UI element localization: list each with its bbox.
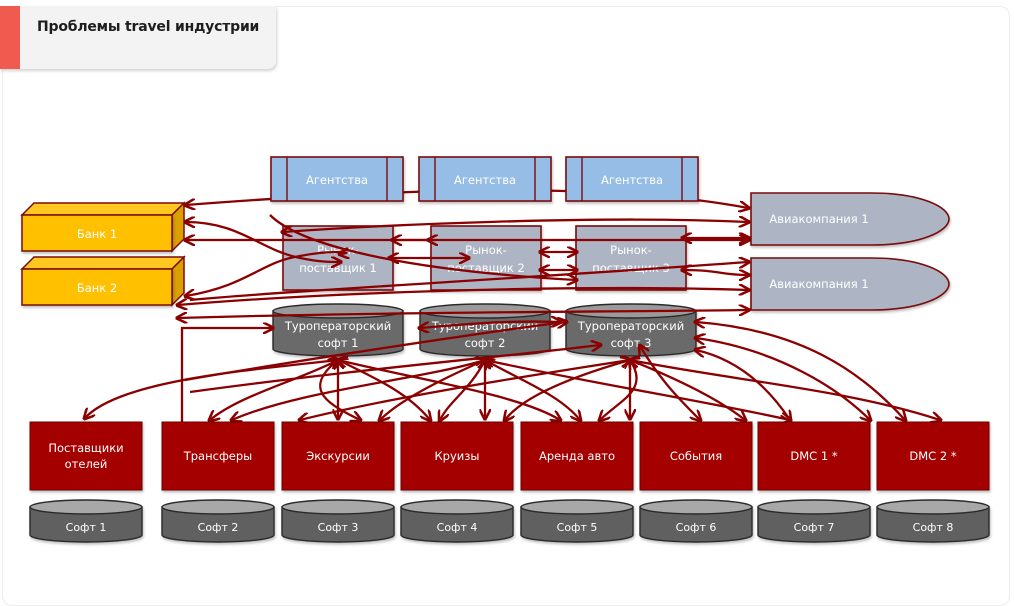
soft-label: Софт 7 [794, 521, 835, 534]
soft-node: Софт 1 [29, 499, 143, 543]
supplier-label: Трансферы [183, 449, 253, 463]
soft-node: Софт 7 [757, 499, 871, 543]
soft-label: Софт 1 [66, 521, 107, 534]
connector-arrow [210, 360, 338, 420]
tour-soft-label-line1: Туроператорский [577, 319, 684, 333]
connector-arrow [269, 214, 576, 280]
airline-label: Авиакомпания 1 [769, 212, 868, 226]
connector-arrow [420, 322, 560, 328]
connector-arrow [630, 360, 745, 420]
soft-label: Софт 5 [557, 521, 598, 534]
supplier-label: Круизы [435, 449, 480, 463]
supplier-label: Экскурсии [306, 449, 370, 463]
soft-node: Софт 2 [161, 499, 275, 543]
supplier-node: Трансферы [161, 421, 275, 491]
supplier-label-line2: отелей [65, 457, 108, 471]
supplier-label: DMC 1 * [790, 449, 837, 463]
soft-label: Софт 4 [437, 521, 478, 534]
connector-arrow [640, 346, 700, 420]
agency-node: Агентства [270, 156, 404, 202]
supplier-node: Поставщики отелей [29, 421, 143, 491]
connector-arrow [300, 360, 630, 420]
connector-arrow [178, 310, 748, 318]
connectors [85, 189, 940, 430]
tour-soft-label-line1: Туроператорский [284, 319, 391, 333]
soft-node: Софт 4 [400, 499, 514, 543]
market-label-line1: Рынок- [610, 243, 652, 257]
slide-title: Проблемы travel индустрии [37, 19, 260, 35]
bank-label: Банк 2 [77, 281, 117, 295]
market-label-line1: Рынок- [465, 243, 507, 257]
agency-label: Агентства [601, 173, 663, 187]
soft-label: Софт 2 [198, 521, 239, 534]
bank-node: Банк 1 [20, 201, 186, 253]
soft-node: Софт 3 [281, 499, 395, 543]
connector-arrow [283, 220, 748, 232]
agency-node: Агентства [565, 156, 699, 202]
tour-soft-label-line2: софт 1 [318, 336, 359, 350]
supplier-node: События [639, 421, 753, 491]
connector-arrow [630, 360, 940, 420]
supplier-label: DMC 2 * [909, 449, 956, 463]
market-label-line1: Рынок- [317, 243, 359, 257]
airline-node: Авиакомпания 1 [750, 192, 950, 246]
agency-label: Агентства [306, 173, 368, 187]
supplier-label-line1: Поставщики [48, 441, 123, 455]
bank-node: Банк 2 [20, 255, 186, 307]
tour-soft-label-line2: софт 2 [465, 336, 506, 350]
connector-arrow [683, 270, 748, 275]
tour-soft-label-line2: софт 3 [611, 336, 652, 350]
supplier-node: Аренда авто [520, 421, 634, 491]
soft-node: Софт 8 [876, 499, 990, 543]
bank-label: Банк 1 [77, 227, 117, 241]
connector-arrow [600, 360, 637, 420]
connector-arrow [696, 338, 870, 420]
supplier-node: DMC 1 * [757, 421, 871, 491]
supplier-label: Аренда авто [539, 449, 615, 463]
supplier-label: События [670, 449, 722, 463]
soft-label: Софт 6 [676, 521, 717, 534]
soft-label: Софт 8 [913, 521, 954, 534]
airline-node: Авиакомпания 1 [750, 257, 950, 311]
agency-label: Агентства [454, 173, 516, 187]
soft-label: Софт 3 [318, 521, 359, 534]
connector-arrow [189, 262, 748, 302]
connector-arrow [178, 288, 748, 305]
agency-node: Агентства [418, 156, 552, 202]
market-supplier-node: Рынок-поставщик 3 [575, 225, 687, 291]
connector-arrow [485, 360, 790, 420]
slide-title-card: Проблемы travel индустрии [0, 6, 276, 69]
soft-node: Софт 5 [520, 499, 634, 543]
airline-label: Авиакомпания 1 [769, 277, 868, 291]
soft-node: Софт 6 [639, 499, 753, 543]
supplier-node: Экскурсии [281, 421, 395, 491]
title-accent-bar [0, 6, 20, 69]
supplier-node: Круизы [400, 421, 514, 491]
supplier-node: DMC 2 * [876, 421, 990, 491]
